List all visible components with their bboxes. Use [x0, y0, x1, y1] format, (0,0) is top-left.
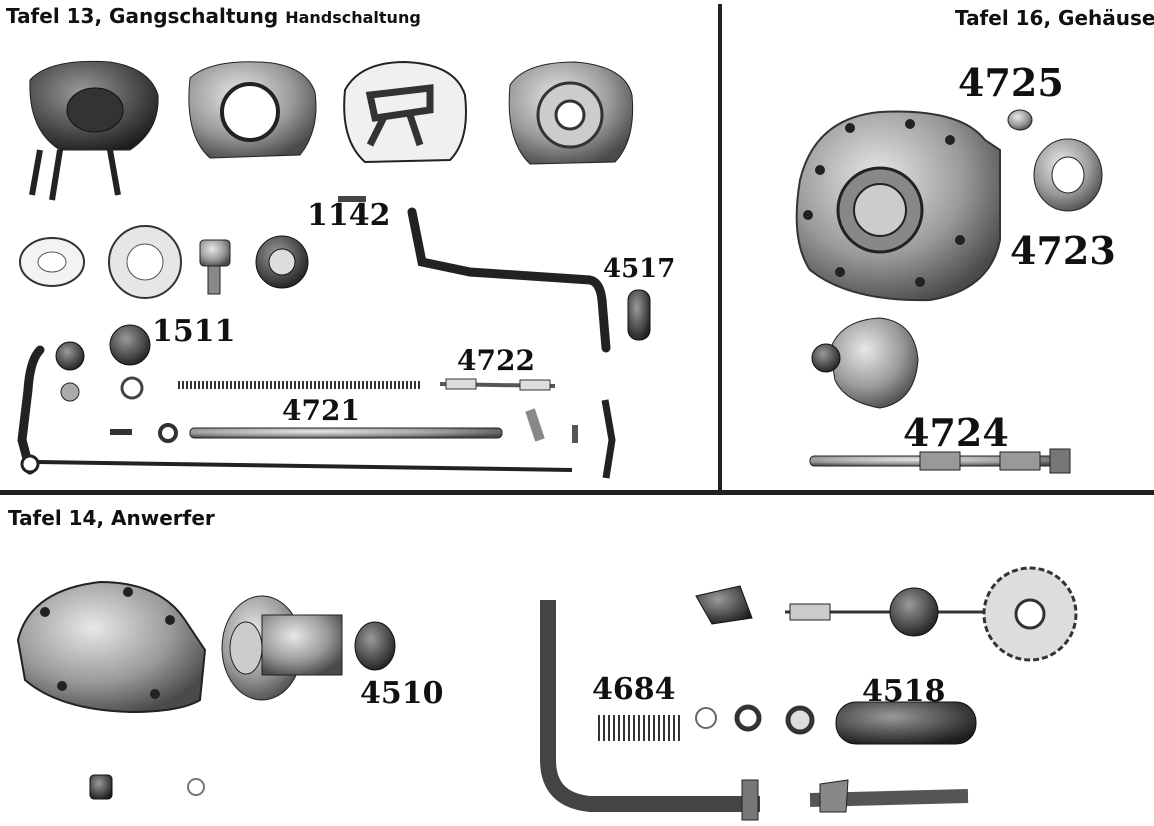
part-number-4724: 4724 — [903, 410, 1009, 455]
vertical-divider — [718, 4, 722, 492]
rod-4722 — [439, 378, 556, 391]
part-number-4722: 4722 — [457, 344, 535, 377]
ratchet-gear — [982, 566, 1078, 662]
shaft-4724 — [809, 448, 1071, 474]
washers-row — [695, 704, 815, 735]
part-number-4517: 4517 — [603, 254, 676, 284]
tafel-16-title: Tafel 16, Gehäuse — [955, 6, 1154, 30]
tafel-13-title-text: Tafel 13, Gangschaltung — [6, 4, 279, 28]
nut-4725 — [1007, 109, 1033, 131]
part-number-1142: 1142 — [307, 198, 391, 233]
part-number-4510: 4510 — [360, 676, 444, 711]
tafel-14-title: Tafel 14, Anwerfer — [8, 506, 215, 530]
part-number-4723: 4723 — [1010, 228, 1116, 273]
bearing — [255, 235, 309, 289]
gasket-round — [108, 225, 182, 299]
gear-shaft — [785, 587, 1040, 637]
circlip — [187, 778, 205, 796]
horizontal-divider — [0, 490, 1154, 495]
kickstart-flange — [221, 595, 343, 701]
bushing-4510 — [354, 621, 396, 671]
pin-1142-sketch — [338, 196, 366, 202]
shift-fork-plate — [343, 60, 467, 164]
control-rod — [20, 454, 573, 474]
gear-housing-cover-3 — [508, 61, 634, 165]
tafel-13-title: Tafel 13, Gangschaltung Handschaltung — [6, 4, 421, 28]
part-number-4518: 4518 — [862, 674, 946, 709]
part-number-1511: 1511 — [152, 314, 236, 349]
bevel-gear — [695, 585, 753, 625]
grip-4518 — [835, 701, 977, 745]
shaft-4721 — [110, 423, 503, 443]
kickstart-lever — [540, 600, 969, 821]
shift-lever-long — [407, 207, 611, 353]
hand-lever — [17, 341, 85, 475]
gear-housing-cover-1 — [29, 60, 159, 201]
part-number-4725: 4725 — [958, 60, 1064, 105]
shift-shaft — [199, 239, 231, 295]
gear-housing-cover-2 — [188, 61, 317, 159]
part-number-4684: 4684 — [592, 672, 676, 707]
small-bushing — [89, 774, 113, 800]
gasket-small — [19, 237, 85, 287]
small-levers — [525, 399, 616, 479]
flange-4723 — [1033, 138, 1103, 212]
kickstart-cover — [16, 580, 207, 714]
tafel-13-subtitle: Handschaltung — [285, 8, 421, 27]
part-number-4721: 4721 — [282, 394, 360, 427]
main-housing — [795, 110, 1001, 302]
bearing-cap — [811, 317, 919, 409]
knob-ball — [109, 324, 151, 366]
rubber-grip-4517 — [627, 289, 651, 341]
washer-small — [120, 376, 144, 400]
